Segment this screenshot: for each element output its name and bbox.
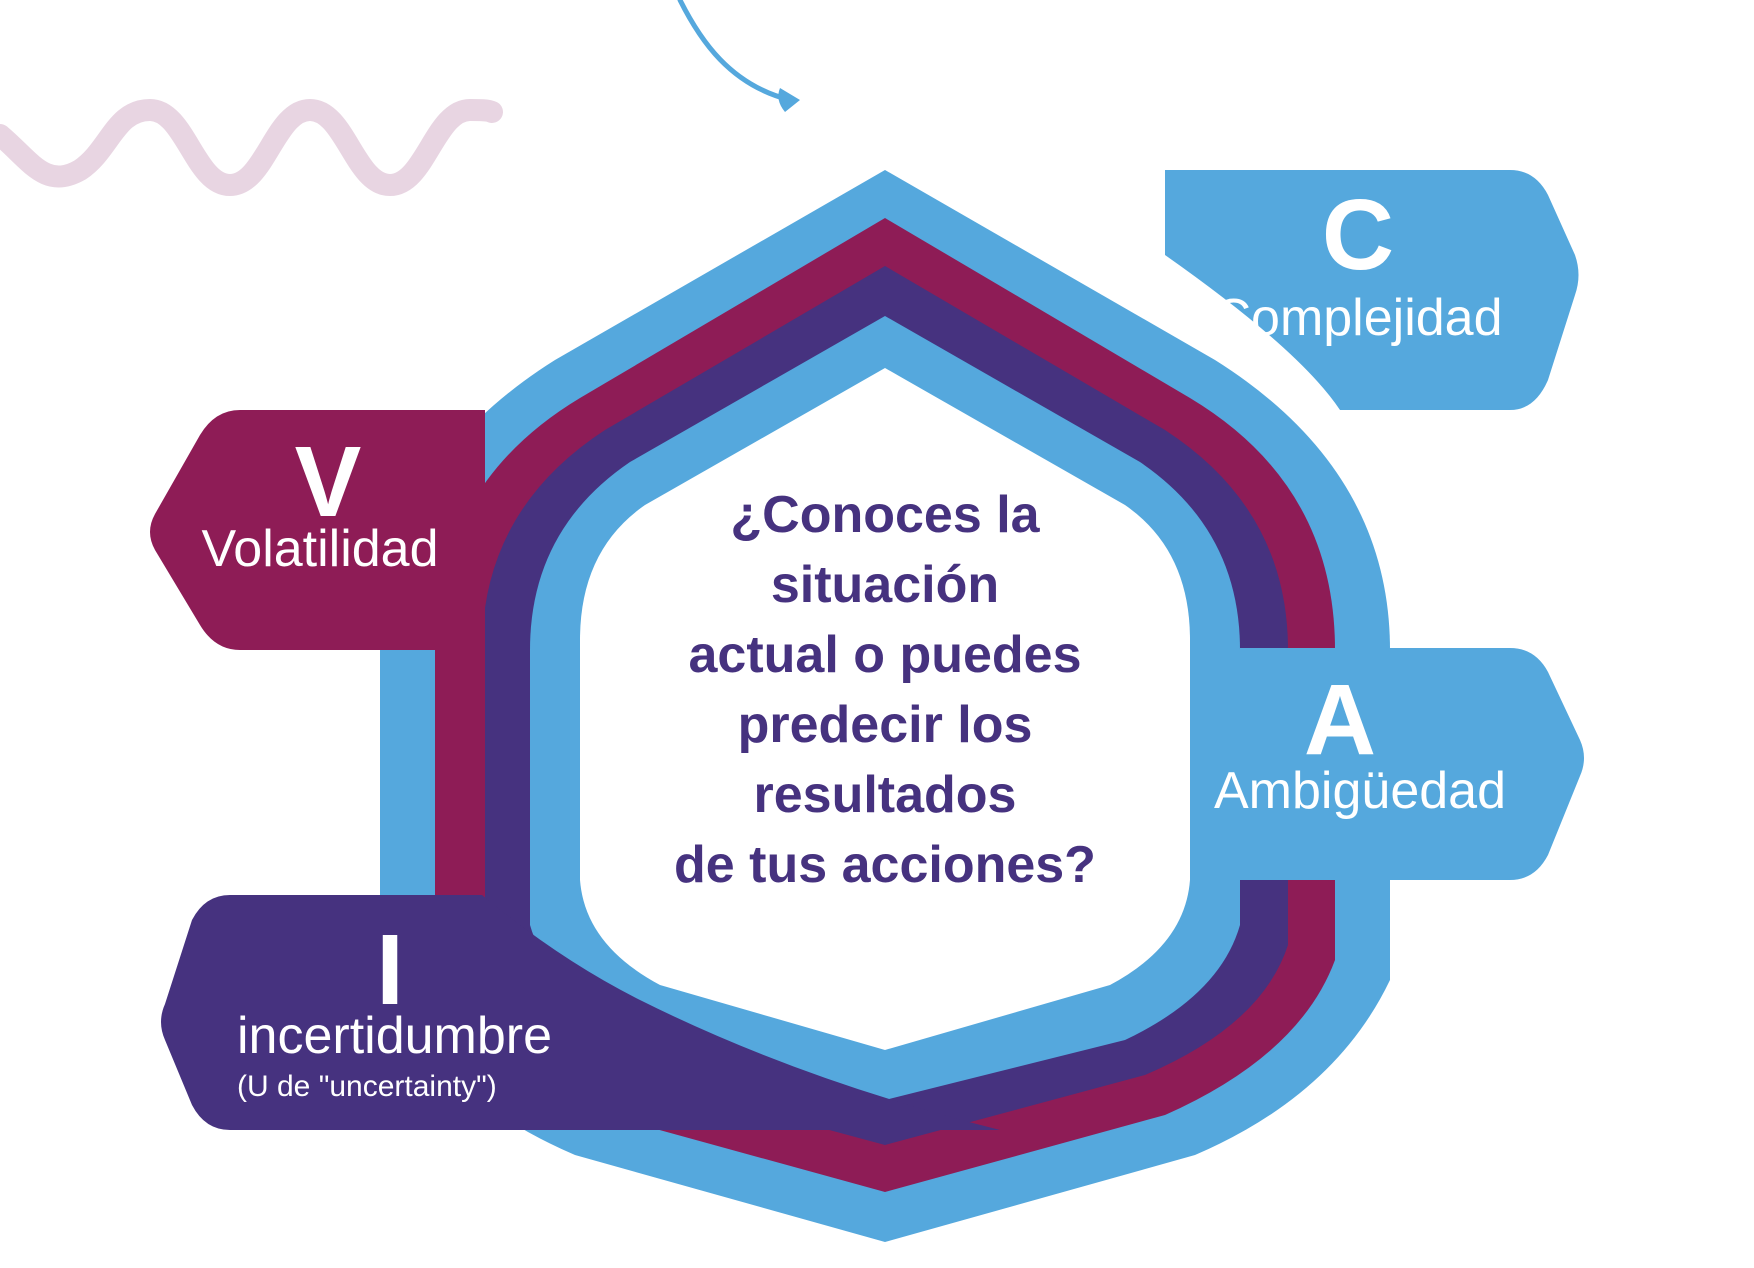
decorative-arrow (677, 0, 793, 103)
center-question: ¿Conoces la situación actual o puedes pr… (600, 480, 1170, 900)
label-c-letter: C (1321, 179, 1395, 291)
tab-ambiguedad (1240, 648, 1584, 880)
tab-volatilidad (150, 410, 485, 1000)
label-uncertainty-note: (U de "uncertainty") (237, 1070, 497, 1103)
label-ambiguedad: Ambigüedad (1214, 762, 1506, 820)
question-line: actual o puedes (688, 626, 1082, 684)
label-a-letter: A (1303, 664, 1377, 776)
label-i-letter: I (376, 914, 404, 1026)
label-volatilidad: Volatilidad (201, 520, 439, 578)
tab-incertidumbre (161, 895, 1000, 1130)
label-complejidad: Complejidad (1213, 289, 1503, 347)
label-v-letter: V (294, 426, 362, 538)
center-hexagon (580, 368, 1190, 1050)
arrow-head-icon (778, 88, 800, 112)
tab-complejidad (1165, 170, 1579, 410)
question-line: ¿Conoces la (730, 486, 1040, 544)
question-line: predecir los (737, 696, 1033, 754)
question-line: situación (770, 556, 1000, 614)
label-incertidumbre: incertidumbre (237, 1007, 553, 1065)
decorative-squiggle (0, 98, 503, 197)
question-line: de tus acciones? (674, 836, 1096, 894)
question-line: resultados (753, 766, 1017, 824)
